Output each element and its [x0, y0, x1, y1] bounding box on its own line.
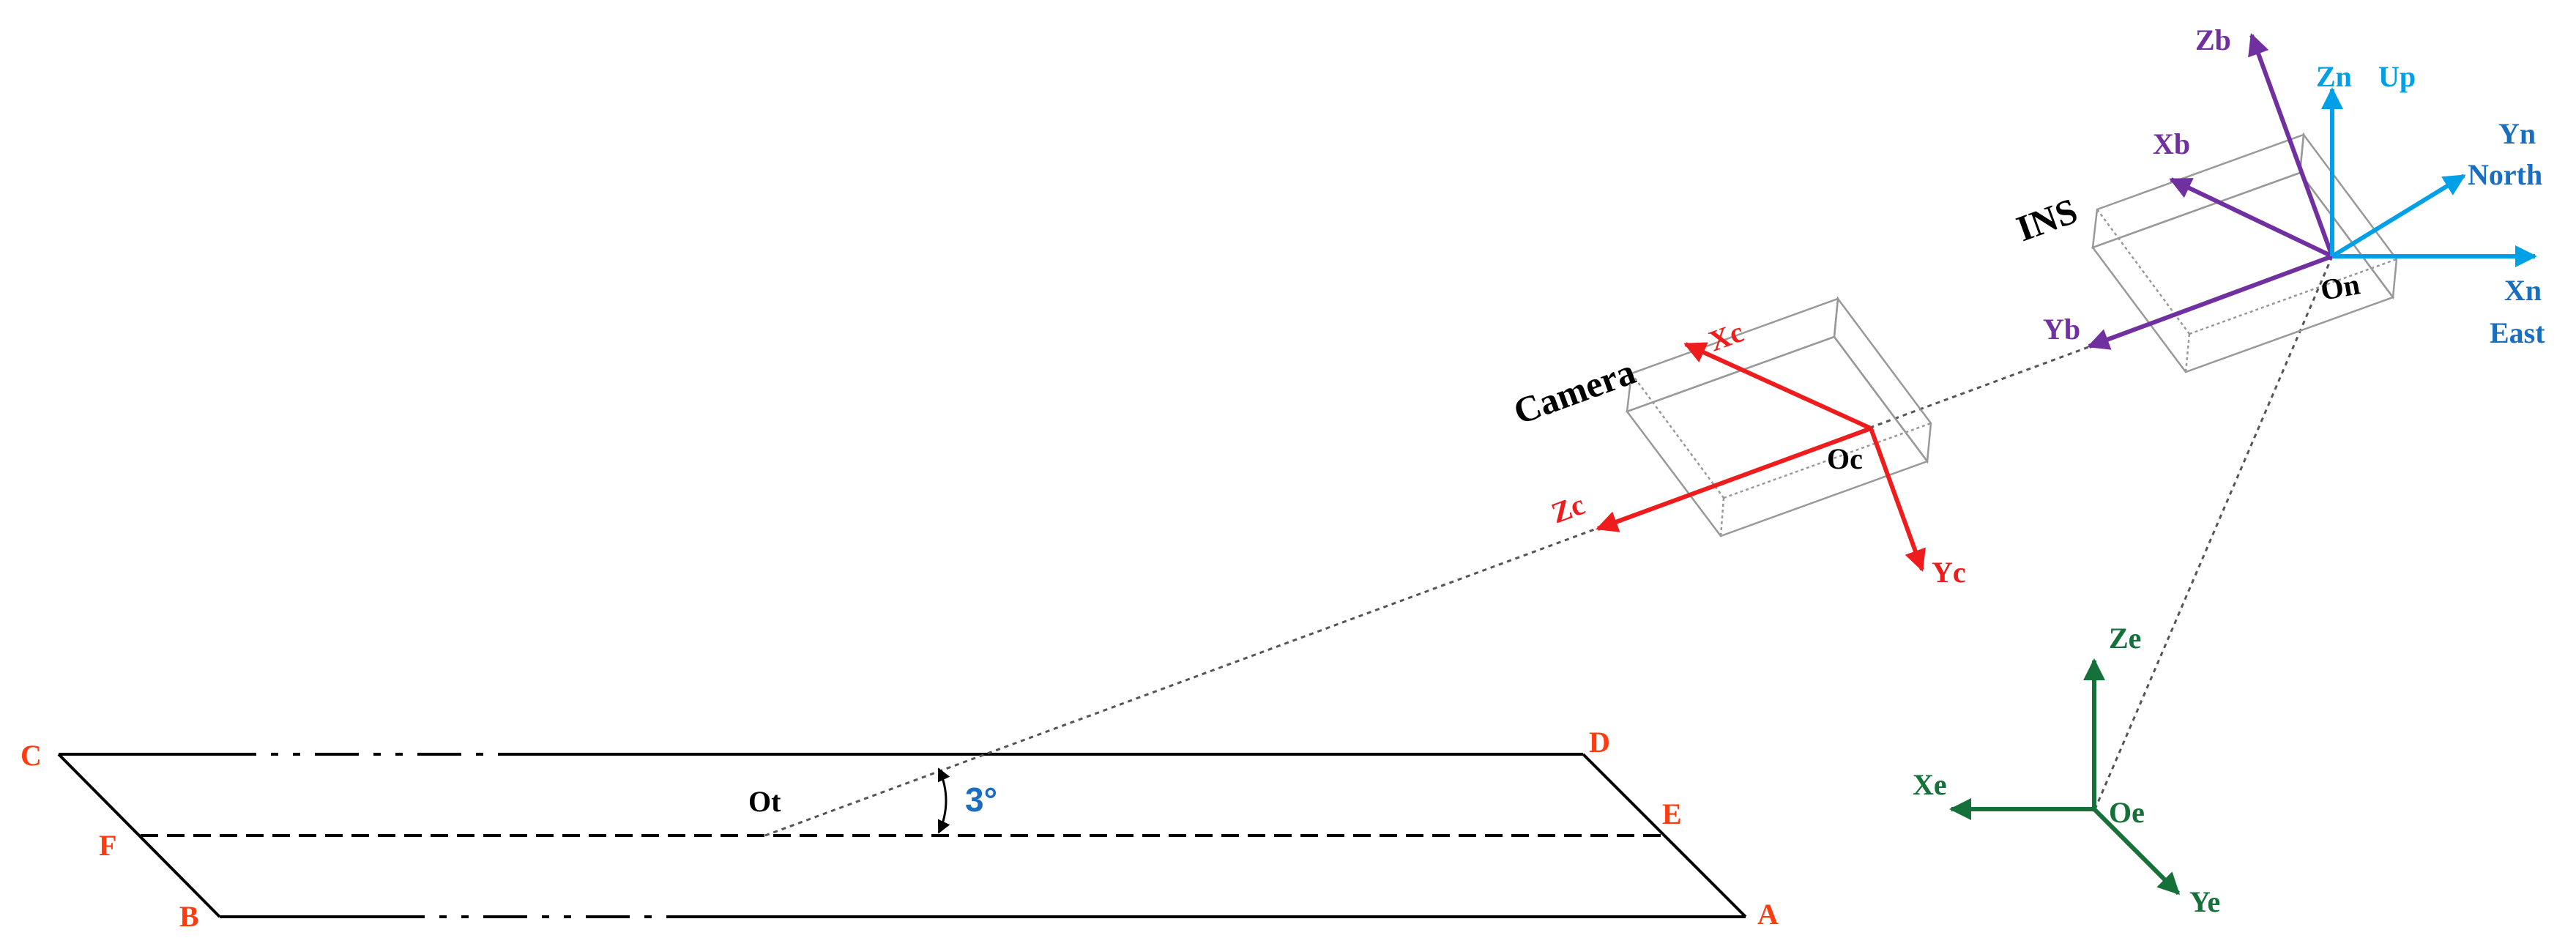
ins-nav-y-label: Yn: [2498, 117, 2536, 150]
ins-body-y-label: Yb: [2043, 313, 2080, 346]
corner-label-b: B: [179, 900, 199, 933]
ins-nav-x-dir-label: East: [2490, 316, 2545, 349]
camera-axes: [1596, 342, 1926, 572]
ins-origin-label: On: [2318, 267, 2362, 307]
runway-edge-bc: [57, 753, 221, 918]
ins-nav-y-axis: [2331, 174, 2466, 258]
earth-x-label: Xe: [1913, 768, 1947, 801]
ins-box: [2091, 132, 2398, 373]
corner-label-d: D: [1589, 726, 1610, 759]
camera-title: Camera: [1508, 351, 1641, 433]
ins-body-x-label: Xb: [2153, 127, 2190, 160]
camera-x-axis: [1683, 342, 1872, 431]
ins-to-earth-line: [2094, 256, 2334, 808]
runway: [57, 753, 1747, 918]
camera-x-label: Xc: [1705, 315, 1748, 357]
earth-y-axis: [2092, 807, 2181, 896]
ins-body-z-axis: [2248, 33, 2334, 258]
camera-y-label: Yc: [1932, 556, 1966, 589]
ins-body-x-axis: [2169, 177, 2334, 258]
ins-body-axes: [2087, 33, 2334, 350]
corner-label-c: C: [21, 739, 42, 772]
angle-label: 3°: [965, 781, 997, 819]
ins-nav-y-dir-label: North: [2468, 158, 2542, 191]
camera-y-axis: [1869, 427, 1926, 572]
earth-z-label: Ze: [2109, 622, 2141, 655]
earth-axes: [1949, 658, 2181, 896]
corner-label-e: E: [1662, 797, 1682, 830]
ins-body-z-label: Zb: [2195, 23, 2231, 56]
ins-nav-z-dir-label: Up: [2378, 60, 2416, 93]
camera-origin-label: Oc: [1827, 442, 1863, 475]
runway-origin-label: Ot: [748, 785, 781, 818]
corner-label-f: F: [99, 829, 116, 862]
earth-y-label: Ye: [2189, 885, 2220, 918]
camera-z-axis: [1596, 426, 1872, 532]
corner-label-a: A: [1757, 898, 1779, 931]
angle-arc: [937, 767, 950, 834]
runway-edge-da: [1582, 753, 1747, 918]
earth-origin-label: Oe: [2109, 796, 2145, 829]
ins-nav-z-label: Zn: [2316, 60, 2352, 93]
ins-nav-axes: [2321, 87, 2537, 267]
ins-nav-x-label: Xn: [2504, 274, 2542, 307]
line-of-sight: [764, 343, 2097, 837]
ins-body-y-axis: [2087, 254, 2334, 350]
ins-title: INS: [2011, 190, 2083, 249]
camera-z-label: Zc: [1547, 488, 1589, 529]
